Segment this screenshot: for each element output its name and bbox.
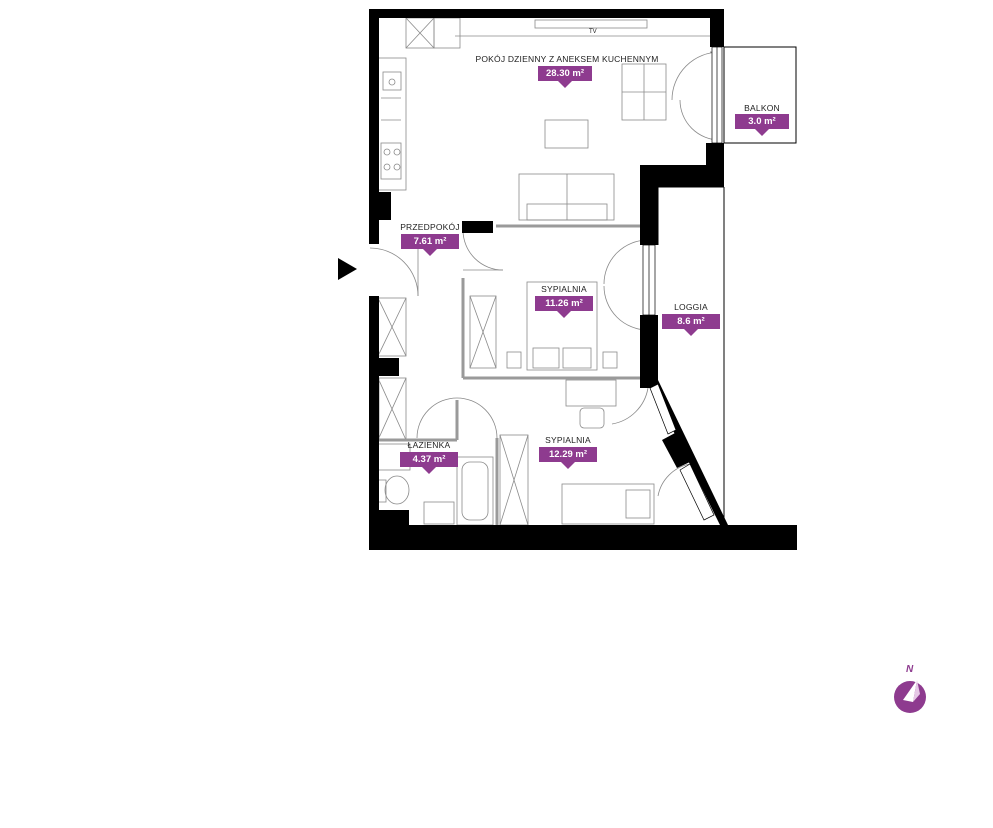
entrance-door xyxy=(369,247,419,297)
area-badge-hall: 7.61 m² xyxy=(401,234,459,256)
room-name-bedroom2: SYPIALNIA xyxy=(545,435,591,445)
kitchen-counter xyxy=(377,57,407,191)
bed xyxy=(561,483,655,525)
kitchen-sink xyxy=(382,71,402,91)
area-badge-living: 28.30 m² xyxy=(538,66,592,88)
toilet xyxy=(384,475,410,505)
room-name-hall: PRZEDPOKÓJ xyxy=(400,222,460,232)
windows xyxy=(642,46,723,521)
partitions xyxy=(376,224,640,525)
desk xyxy=(565,379,617,407)
chair xyxy=(579,407,605,429)
room-name-bedroom1: SYPIALNIA xyxy=(541,284,587,294)
tv-label: TV xyxy=(589,29,597,35)
area-badge-bedroom1: 11.26 m² xyxy=(535,296,593,318)
area-badge-loggia: 8.6 m² xyxy=(662,314,720,336)
balcony-outline xyxy=(723,46,797,144)
area-badge-balcony: 3.0 m² xyxy=(735,114,789,136)
outdoor-outlines xyxy=(657,46,797,525)
bed xyxy=(526,281,598,371)
compass-north-label: N xyxy=(906,664,914,675)
sofa xyxy=(518,173,615,221)
entrance-arrow-icon xyxy=(338,258,357,280)
room-name-bathroom: ŁAZIENKA xyxy=(407,440,451,450)
area-badge-bedroom2: 12.29 m² xyxy=(539,447,597,469)
room-name-balcony: BALKON xyxy=(744,103,780,113)
coffee-table xyxy=(544,119,589,149)
tv-unit xyxy=(534,19,648,29)
area-badge-bathroom: 4.37 m² xyxy=(400,452,458,474)
furniture-layer xyxy=(369,17,721,526)
cooktop xyxy=(380,142,402,180)
room-name-living: POKÓJ DZIENNY Z ANEKSEM KUCHENNYM xyxy=(475,54,659,64)
compass-icon xyxy=(894,680,926,713)
room-name-loggia: LOGGIA xyxy=(674,302,708,312)
